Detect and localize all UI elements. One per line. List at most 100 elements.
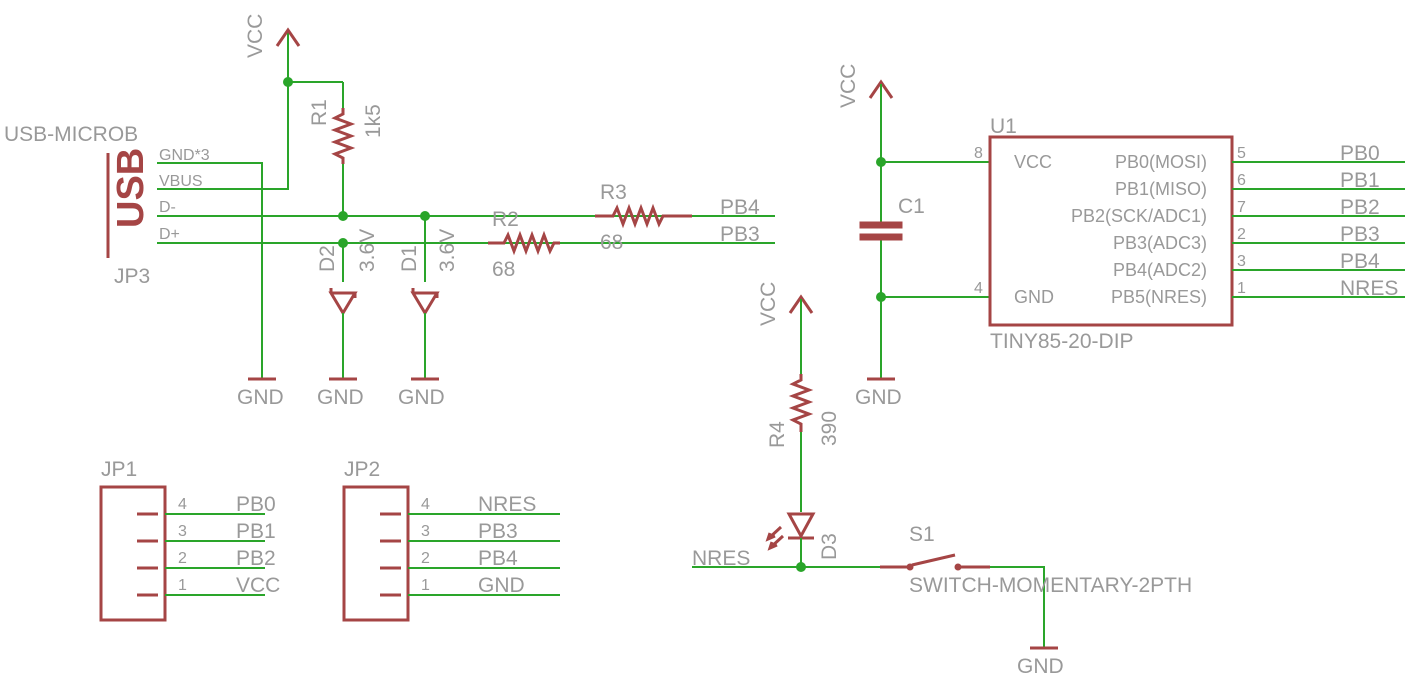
usb-pin-dplus: D+	[159, 226, 180, 243]
gnd-label-d2: GND	[317, 386, 364, 409]
u1-pin-num-1: 1	[1237, 280, 1246, 297]
u1-pin-name-pb2: PB2(SCK/ADC1)	[1071, 206, 1207, 226]
u1-pin-name-pb3: PB3(ADC3)	[1113, 233, 1207, 253]
jp2-pin-num-2: 2	[421, 550, 430, 567]
jp2-net-nres: NRES	[478, 493, 536, 516]
r1-ref: R1	[308, 99, 331, 126]
u1-pin-num-3: 3	[1237, 253, 1246, 270]
junction-gnd-mcu	[876, 292, 886, 302]
jp1-net-pb1: PB1	[236, 520, 276, 543]
resistor-zigzag-icon	[595, 203, 692, 229]
r2-value: 68	[492, 258, 515, 281]
u1-right-pins: PB0(MOSI) 5 PB0 PB1(MISO) 6 PB1 PB2(SCK/…	[1071, 142, 1405, 307]
jp2-pin-num-1: 1	[421, 577, 430, 594]
jp2-ref: JP2	[344, 458, 380, 481]
zener-diode-d1: D1 3.6V	[398, 216, 459, 378]
resistor-r2: R2 68	[488, 208, 560, 281]
junction-nres	[796, 562, 806, 572]
capacitor-plate-icon	[859, 221, 903, 229]
mcu-body	[988, 135, 1234, 327]
u1-pin-num-2: 2	[1237, 226, 1246, 243]
net-label-nres: NRES	[692, 547, 750, 570]
jp1-pin-num-3: 3	[178, 523, 187, 540]
net-label-pb3: PB3	[720, 223, 760, 246]
u1-pin-num-7: 7	[1237, 199, 1246, 216]
jp2-pin-num-3: 3	[421, 523, 430, 540]
jp1-pin-num-1: 1	[178, 577, 187, 594]
u1-pin-name-vcc: VCC	[1014, 152, 1052, 172]
d1-value: 3.6V	[436, 229, 459, 272]
r3-value: 68	[600, 231, 623, 254]
net-label-pb3-mcu: PB3	[1340, 223, 1380, 246]
d3-ref: D3	[818, 533, 841, 560]
u1-pin-name-pb4: PB4(ADC2)	[1113, 260, 1207, 280]
u1-pin-num-5: 5	[1237, 145, 1246, 162]
led-light-arrow-icon	[767, 534, 785, 551]
vcc-symbol-left: VCC	[244, 14, 301, 58]
gnd-label-mcu: GND	[855, 386, 902, 409]
gnd-label-switch: GND	[1017, 655, 1064, 678]
header-body	[99, 485, 167, 622]
vcc-symbol-mcu: VCC	[837, 64, 894, 108]
wire-switch-gnd	[990, 566, 1045, 647]
c1-ref: C1	[898, 195, 925, 218]
net-label-pb4-mcu: PB4	[1340, 250, 1380, 273]
led-triangle-icon	[786, 512, 816, 540]
jp1-ref: JP1	[101, 458, 137, 481]
jp1-pin-num-4: 4	[178, 496, 187, 513]
vcc-label-led: VCC	[757, 282, 780, 326]
usb-wires	[157, 32, 775, 378]
led-d3: D3	[765, 512, 841, 567]
wire-usb-vbus	[157, 81, 343, 190]
s1-ref: S1	[909, 523, 935, 546]
vcc-arrow-icon	[868, 79, 894, 99]
u1-pin-name-gnd: GND	[1014, 287, 1054, 307]
jp2-net-pb4: PB4	[478, 547, 518, 570]
switch-lever-icon	[911, 553, 956, 567]
jp1-net-vcc: VCC	[236, 574, 280, 597]
s1-value: SWITCH-MOMENTARY-2PTH	[909, 574, 1192, 597]
u1-pin-name-pb0: PB0(MOSI)	[1115, 152, 1207, 172]
net-label-pb0: PB0	[1340, 142, 1380, 165]
gnd-symbol-switch: GND	[1017, 646, 1064, 678]
net-label-nres-mcu: NRES	[1340, 277, 1398, 300]
vcc-symbol-led: VCC	[757, 282, 814, 326]
jp2-pin-num-4: 4	[421, 496, 430, 513]
switch-s1: S1 SWITCH-MOMENTARY-2PTH	[880, 523, 1192, 647]
usb-logo: USB	[110, 148, 152, 228]
nres-net: NRES	[692, 547, 880, 572]
usb-pin-gnd: GND*3	[159, 147, 210, 164]
jp2-net-pb3: PB3	[478, 520, 518, 543]
resistor-r4: R4 390	[766, 299, 841, 512]
junction-vcc	[283, 77, 293, 87]
junction-vcc-mcu	[876, 157, 886, 167]
r4-ref: R4	[766, 421, 789, 448]
usb-pin-dminus: D-	[159, 199, 176, 216]
header-jp1: JP1 4 PB0 3 PB1 2 PB2 1 VCC	[99, 458, 280, 622]
r3-ref: R3	[600, 181, 627, 204]
usb-connector-jp3: USB-MICROB USB JP3 GND*3 VBUS D- D+	[4, 123, 210, 288]
resistor-zigzag-icon	[788, 374, 814, 432]
zener-diode-d2: D2 3.6V	[316, 229, 379, 378]
gnd-label-d1: GND	[398, 386, 445, 409]
u1-pin-name-pb1: PB1(MISO)	[1115, 179, 1207, 199]
vcc-arrow-icon	[275, 27, 301, 47]
net-label-pb1: PB1	[1340, 169, 1380, 192]
header-body	[342, 485, 410, 622]
jp1-net-pb0: PB0	[236, 493, 276, 516]
vcc-arrow-icon	[788, 294, 814, 314]
u1-pin-num-8: 8	[974, 145, 983, 162]
capacitor-c1: C1	[859, 195, 925, 241]
resistor-zigzag-icon	[330, 108, 356, 164]
u1-value: TINY85-20-DIP	[990, 330, 1134, 353]
r4-value: 390	[818, 411, 841, 446]
d1-ref: D1	[398, 245, 421, 272]
r2-ref: R2	[492, 208, 519, 231]
gnd-label-usb: GND	[237, 386, 284, 409]
vcc-label-mcu: VCC	[837, 64, 860, 108]
jp2-net-gnd: GND	[478, 574, 525, 597]
u1-pin-name-pb5: PB5(NRES)	[1111, 287, 1207, 307]
mcu-wires	[876, 84, 990, 378]
usb-part-name: USB-MICROB	[4, 123, 138, 146]
